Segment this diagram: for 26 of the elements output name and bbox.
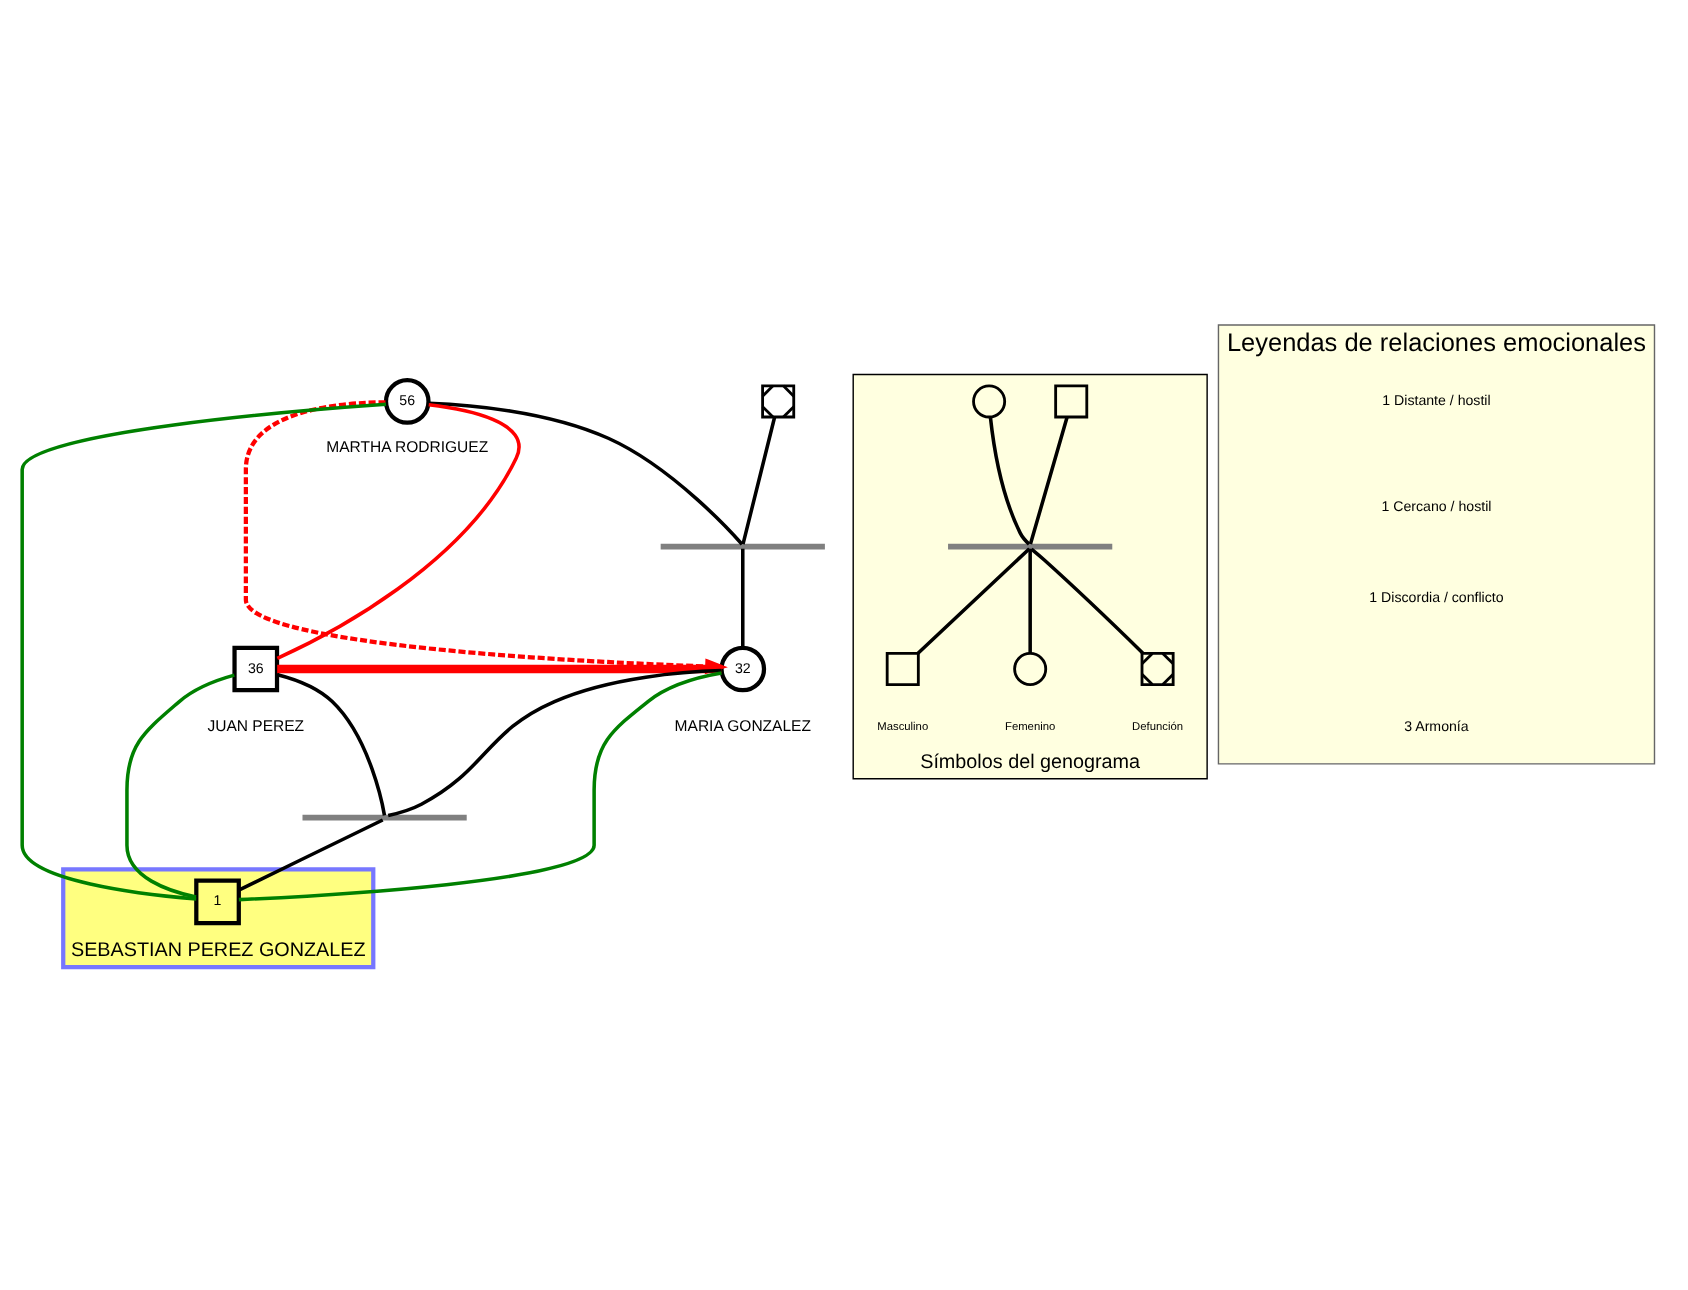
connector — [20, 401, 387, 900]
connector — [387, 667, 722, 817]
connector — [916, 546, 1031, 654]
node-label: MARIA GONZALEZ — [674, 716, 811, 735]
node-circle — [972, 383, 1007, 418]
connector — [125, 672, 235, 898]
connector — [428, 400, 744, 545]
node-circle — [1013, 651, 1048, 685]
connector — [988, 416, 1031, 545]
connector — [1028, 547, 1032, 653]
node-bar — [302, 813, 467, 820]
connector — [276, 401, 521, 659]
connector — [741, 547, 745, 647]
node-box — [885, 651, 920, 685]
connector — [1030, 546, 1145, 654]
connector — [277, 663, 722, 673]
connector — [277, 672, 387, 815]
node-box — [1054, 383, 1089, 418]
connector — [1028, 415, 1069, 544]
node-label: MARTHA RODRIGUEZ — [326, 437, 489, 456]
connector — [238, 670, 722, 901]
node-label: JUAN PEREZ — [207, 716, 305, 735]
node-bar — [660, 542, 825, 549]
node-bar — [948, 542, 1113, 549]
connector — [741, 415, 777, 544]
connector — [238, 817, 384, 891]
